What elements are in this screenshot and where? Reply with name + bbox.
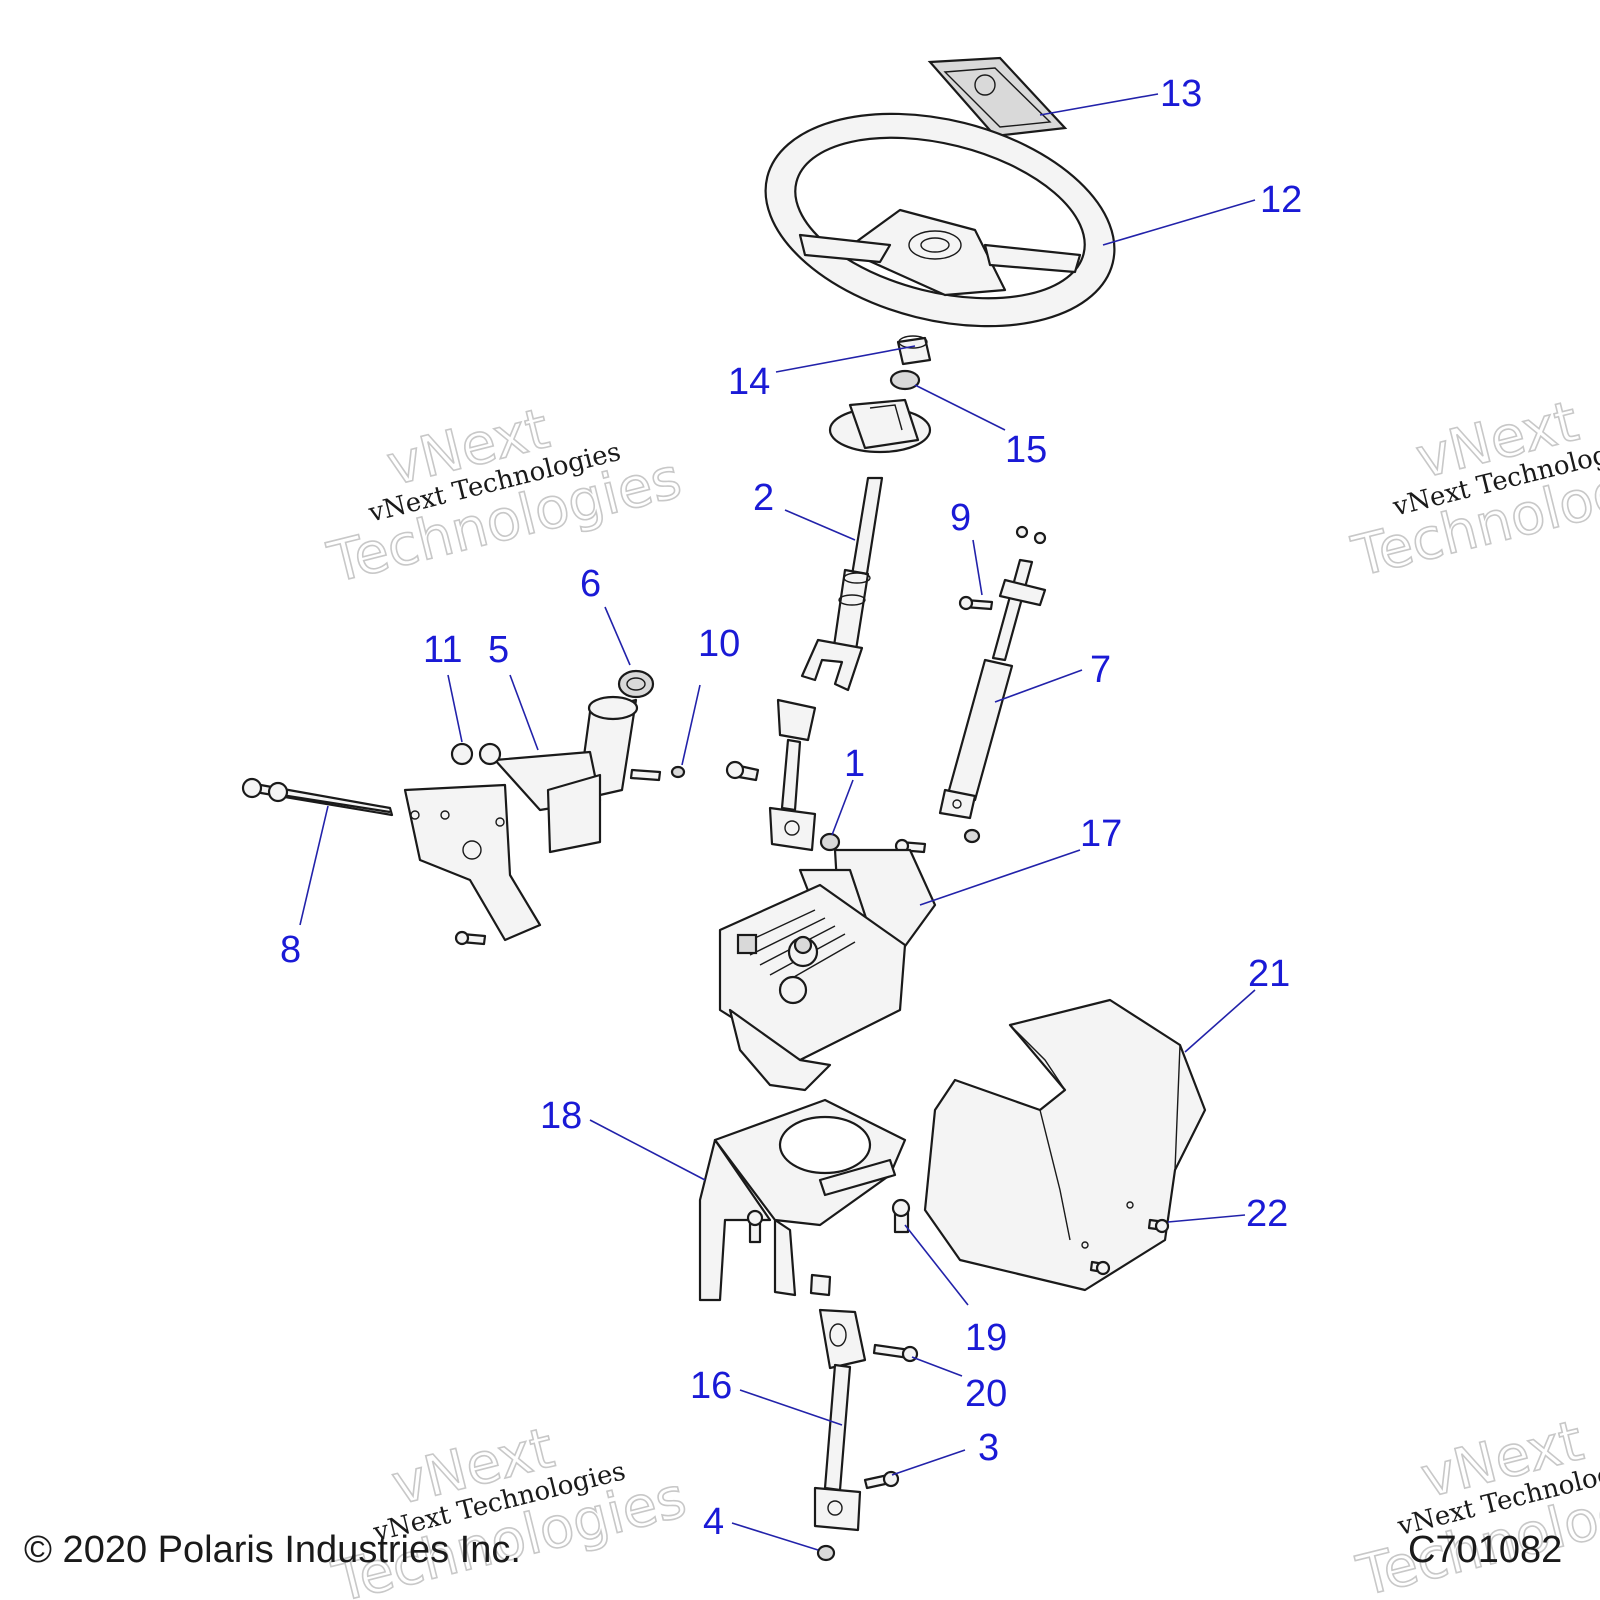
part-8-long-bolts (241, 777, 487, 946)
callout-16: 16 (690, 1365, 732, 1407)
callout-8: 8 (280, 929, 301, 971)
part-13-wheel-cap (927, 56, 1068, 138)
callout-19: 19 (965, 1317, 1007, 1359)
callout-10: 10 (698, 623, 740, 665)
part-15-bushing (828, 369, 932, 454)
callout-6: 6 (580, 563, 601, 605)
callout-12: 12 (1260, 179, 1302, 221)
callout-22: 22 (1246, 1193, 1288, 1235)
part-22-screws (1089, 1218, 1170, 1276)
part-10-nut (629, 765, 686, 782)
callouts: 1 2 3 4 5 6 7 8 9 10 11 12 13 14 15 16 1… (280, 73, 1302, 1543)
part-20-bolt (872, 1343, 919, 1363)
part-7-gas-strut (894, 525, 1047, 854)
callout-1: 1 (844, 743, 865, 785)
watermark-top-left: vNext Technologies vNext Technologies (321, 396, 688, 597)
part-21-cover (923, 998, 1207, 1292)
copyright-text: © 2020 Polaris Industries Inc. (24, 1529, 521, 1571)
part-17-eps-unit (718, 848, 937, 1092)
part-4-nut (816, 1544, 836, 1562)
callout-14: 14 (728, 361, 770, 403)
callout-18: 18 (540, 1095, 582, 1137)
part-19-bolt (891, 1198, 911, 1234)
part-1-u-joint (725, 698, 841, 852)
part-3-bolt (863, 1470, 900, 1490)
callout-7: 7 (1090, 649, 1111, 691)
callout-9: 9 (950, 497, 971, 539)
part-2-steering-shaft (800, 476, 884, 692)
callout-20: 20 (965, 1373, 1007, 1415)
part-6-seal (617, 669, 655, 699)
callout-11: 11 (423, 629, 462, 671)
callout-4: 4 (703, 1501, 724, 1543)
callout-2: 2 (753, 477, 774, 519)
part-5-column-bracket (403, 695, 639, 942)
part-16-intermediate-shaft (809, 1273, 867, 1532)
leader-lines (299, 93, 1256, 1551)
figure-id: C701082 (1408, 1529, 1562, 1571)
callout-13: 13 (1160, 73, 1202, 115)
callout-17: 17 (1080, 813, 1122, 855)
callout-15: 15 (1005, 429, 1047, 471)
part-18-lower-bracket (698, 1098, 907, 1302)
callout-3: 3 (978, 1427, 999, 1469)
watermark-top-right: vNext Technologies vNext Technologies (1345, 388, 1600, 591)
part-11-nuts (450, 742, 502, 766)
part-12-steering-wheel (764, 112, 1116, 328)
callout-21: 21 (1248, 953, 1290, 995)
callout-5: 5 (488, 629, 509, 671)
part-9-bolt (958, 595, 994, 611)
part-14-nut (896, 335, 932, 366)
